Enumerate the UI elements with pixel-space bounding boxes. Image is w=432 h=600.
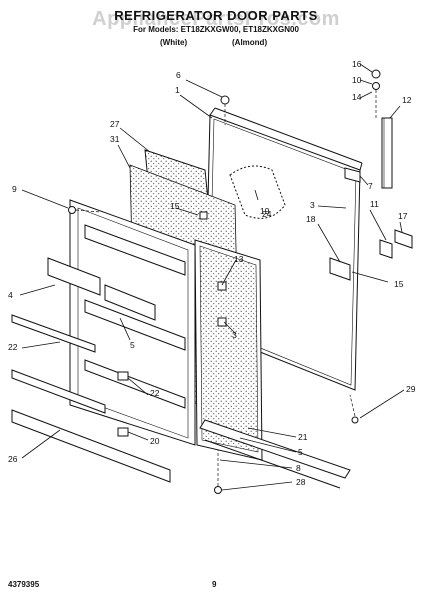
callout-28: 28 [296,477,306,487]
screw-right-low [351,416,359,424]
variant-white: (White) [160,38,188,47]
watermark: AppliancePartsPros.com [92,8,340,30]
clip-1 [117,371,129,381]
callout-9: 9 [12,184,17,194]
callout-1: 1 [175,85,180,95]
screw-top [220,95,230,105]
callout-17: 17 [398,211,408,221]
top-hinge [344,167,361,183]
callout-3: 3 [232,330,237,340]
clip-4 [217,317,227,327]
callout-24: 24 [262,209,272,219]
callout-15: 15 [170,201,180,211]
callout-7: 7 [368,181,373,191]
callout-22: 22 [150,388,160,398]
callout-15: 15 [394,279,404,289]
screw-bottom [214,486,222,494]
document-number: 4379395 [8,580,40,589]
trim-strip-2 [11,369,106,414]
callout-14: 14 [352,92,362,102]
callout-3: 3 [310,200,315,210]
middle-shelf [84,299,186,351]
callout-26: 26 [8,454,18,464]
screw-left [68,206,76,214]
callout-11: 11 [370,199,379,209]
clip-2 [117,427,129,437]
callout-22: 22 [8,342,18,352]
door-bin-mid [104,284,156,321]
clip-5 [199,211,208,220]
upper-shelf [84,224,186,276]
callout-29: 29 [406,384,416,394]
door-trim-long [199,419,351,479]
callout-8: 8 [296,463,301,473]
callout-4: 4 [8,290,13,300]
screw-hinge [371,69,381,79]
clip-3 [217,281,227,291]
door-bin-upper [47,257,101,296]
callout-6: 6 [176,70,181,80]
callout-16: 16 [352,59,362,69]
callout-21: 21 [298,432,308,442]
access-cutout [229,165,286,219]
callout-5: 5 [298,447,303,457]
handle-strip [381,117,393,189]
callout-5: 5 [130,340,135,350]
trim-strip-1 [11,314,96,353]
callout-27: 27 [110,119,120,129]
callout-19: 19 [260,206,270,216]
hinge-bracket-right [379,239,393,259]
page-number: 9 [212,580,217,589]
lower-hinge [329,257,351,281]
trim-strip-3 [11,409,171,483]
model-line: For Models: ET18ZKXGW00, ET18ZKXGN00 [133,25,299,34]
callout-12: 12 [402,95,412,105]
callout-18: 18 [306,214,316,224]
callout-31: 31 [110,134,120,144]
washer [372,82,380,90]
page-title: REFRIGERATOR DOOR PARTS [114,8,318,23]
stop-bracket [394,229,413,249]
callout-20: 20 [150,436,160,446]
callout-13: 13 [234,254,244,264]
callout-10: 10 [352,75,362,85]
variant-almond: (Almond) [232,38,268,47]
